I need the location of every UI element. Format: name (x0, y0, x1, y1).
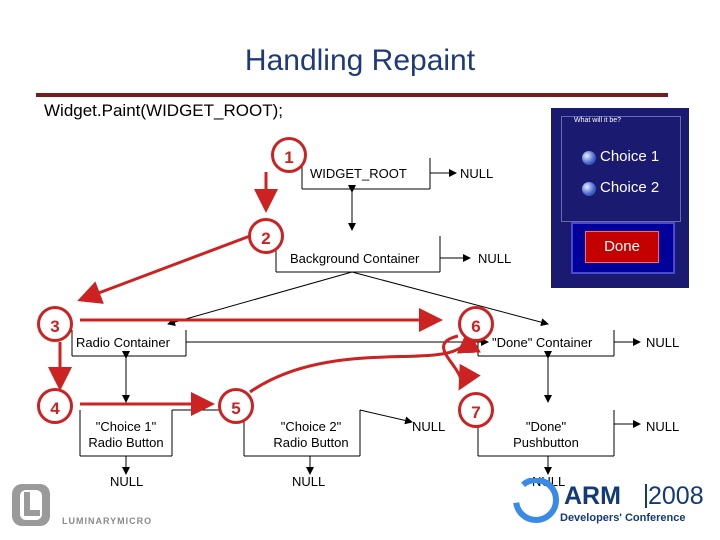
choice2-null-arrow (359, 409, 413, 425)
null-background-node: NULL (478, 251, 512, 266)
page-title: Handling Repaint (244, 44, 476, 77)
radio-group-title: What will it be? (574, 117, 622, 124)
null-choice2-node: NULL (412, 419, 446, 434)
step-4-badge: 4 (37, 388, 73, 424)
choice1-node: "Choice 1" Radio Button (80, 419, 172, 451)
step-7-badge: 7 (458, 392, 494, 428)
radio-icon[interactable] (582, 182, 596, 196)
done-pushbutton-sub-label: Pushbutton (513, 435, 579, 450)
step-2-badge: 2 (248, 218, 284, 254)
bg-to-radio-arrow (167, 271, 353, 326)
radio-container-node: Radio Container (76, 335, 170, 350)
luminary-micro-logo-icon (12, 484, 50, 526)
bg-to-done-arrow (351, 271, 549, 327)
radio-icon[interactable] (582, 151, 596, 165)
widget-root-node: WIDGET_ROOT (310, 166, 407, 181)
arm-logo-year: 2008 (648, 482, 704, 510)
step-5-badge: 5 (218, 388, 254, 424)
null-root-node: NULL (460, 166, 494, 181)
choice1-radio-label[interactable]: Choice 1 (600, 148, 660, 165)
choice2-label: "Choice 2" (280, 419, 342, 434)
ui-preview-panel: What will it be? Choice 1 Choice 2 Done (551, 108, 689, 288)
arm-logo-subtitle: Developers' Conference (560, 512, 686, 524)
choice1-sub-label: Radio Button (88, 435, 164, 450)
null-choice1-child-node: NULL (110, 474, 144, 489)
done-button[interactable]: Done (585, 231, 659, 263)
done-pushbutton-node: "Done" Pushbutton (496, 419, 596, 451)
radio-group-frame: What will it be? Choice 1 Choice 2 (561, 116, 681, 222)
null-done-pushbutton-node: NULL (646, 419, 680, 434)
done-container-node: "Done" Container (492, 335, 593, 350)
choice2-node: "Choice 2" Radio Button (252, 419, 370, 451)
step6-to-step7-arrow (442, 334, 481, 391)
step5-to-step6-arrow (249, 329, 481, 394)
null-choice2-child-node: NULL (292, 474, 326, 489)
arm-logo-icon (513, 478, 647, 523)
luminary-micro-logo-text: LUMINARYMICRO (62, 516, 153, 526)
done-pushbutton-label: "Done" (525, 419, 567, 434)
step2-to-step3-arrow (77, 234, 251, 304)
background-container-node: Background Container (290, 251, 420, 266)
choice1-label: "Choice 1" (95, 419, 157, 434)
arm-logo-text: ARM (564, 482, 621, 510)
choice2-radio-label[interactable]: Choice 2 (600, 179, 660, 196)
title-divider (36, 93, 668, 97)
step-6-badge: 6 (458, 306, 494, 342)
done-button-frame: Done (571, 222, 675, 274)
step-3-badge: 3 (37, 306, 73, 342)
code-line: Widget.Paint(WIDGET_ROOT); (44, 101, 283, 120)
null-done-container-node: NULL (646, 335, 680, 350)
choice2-sub-label: Radio Button (273, 435, 349, 450)
step-1-badge: 1 (271, 137, 307, 173)
